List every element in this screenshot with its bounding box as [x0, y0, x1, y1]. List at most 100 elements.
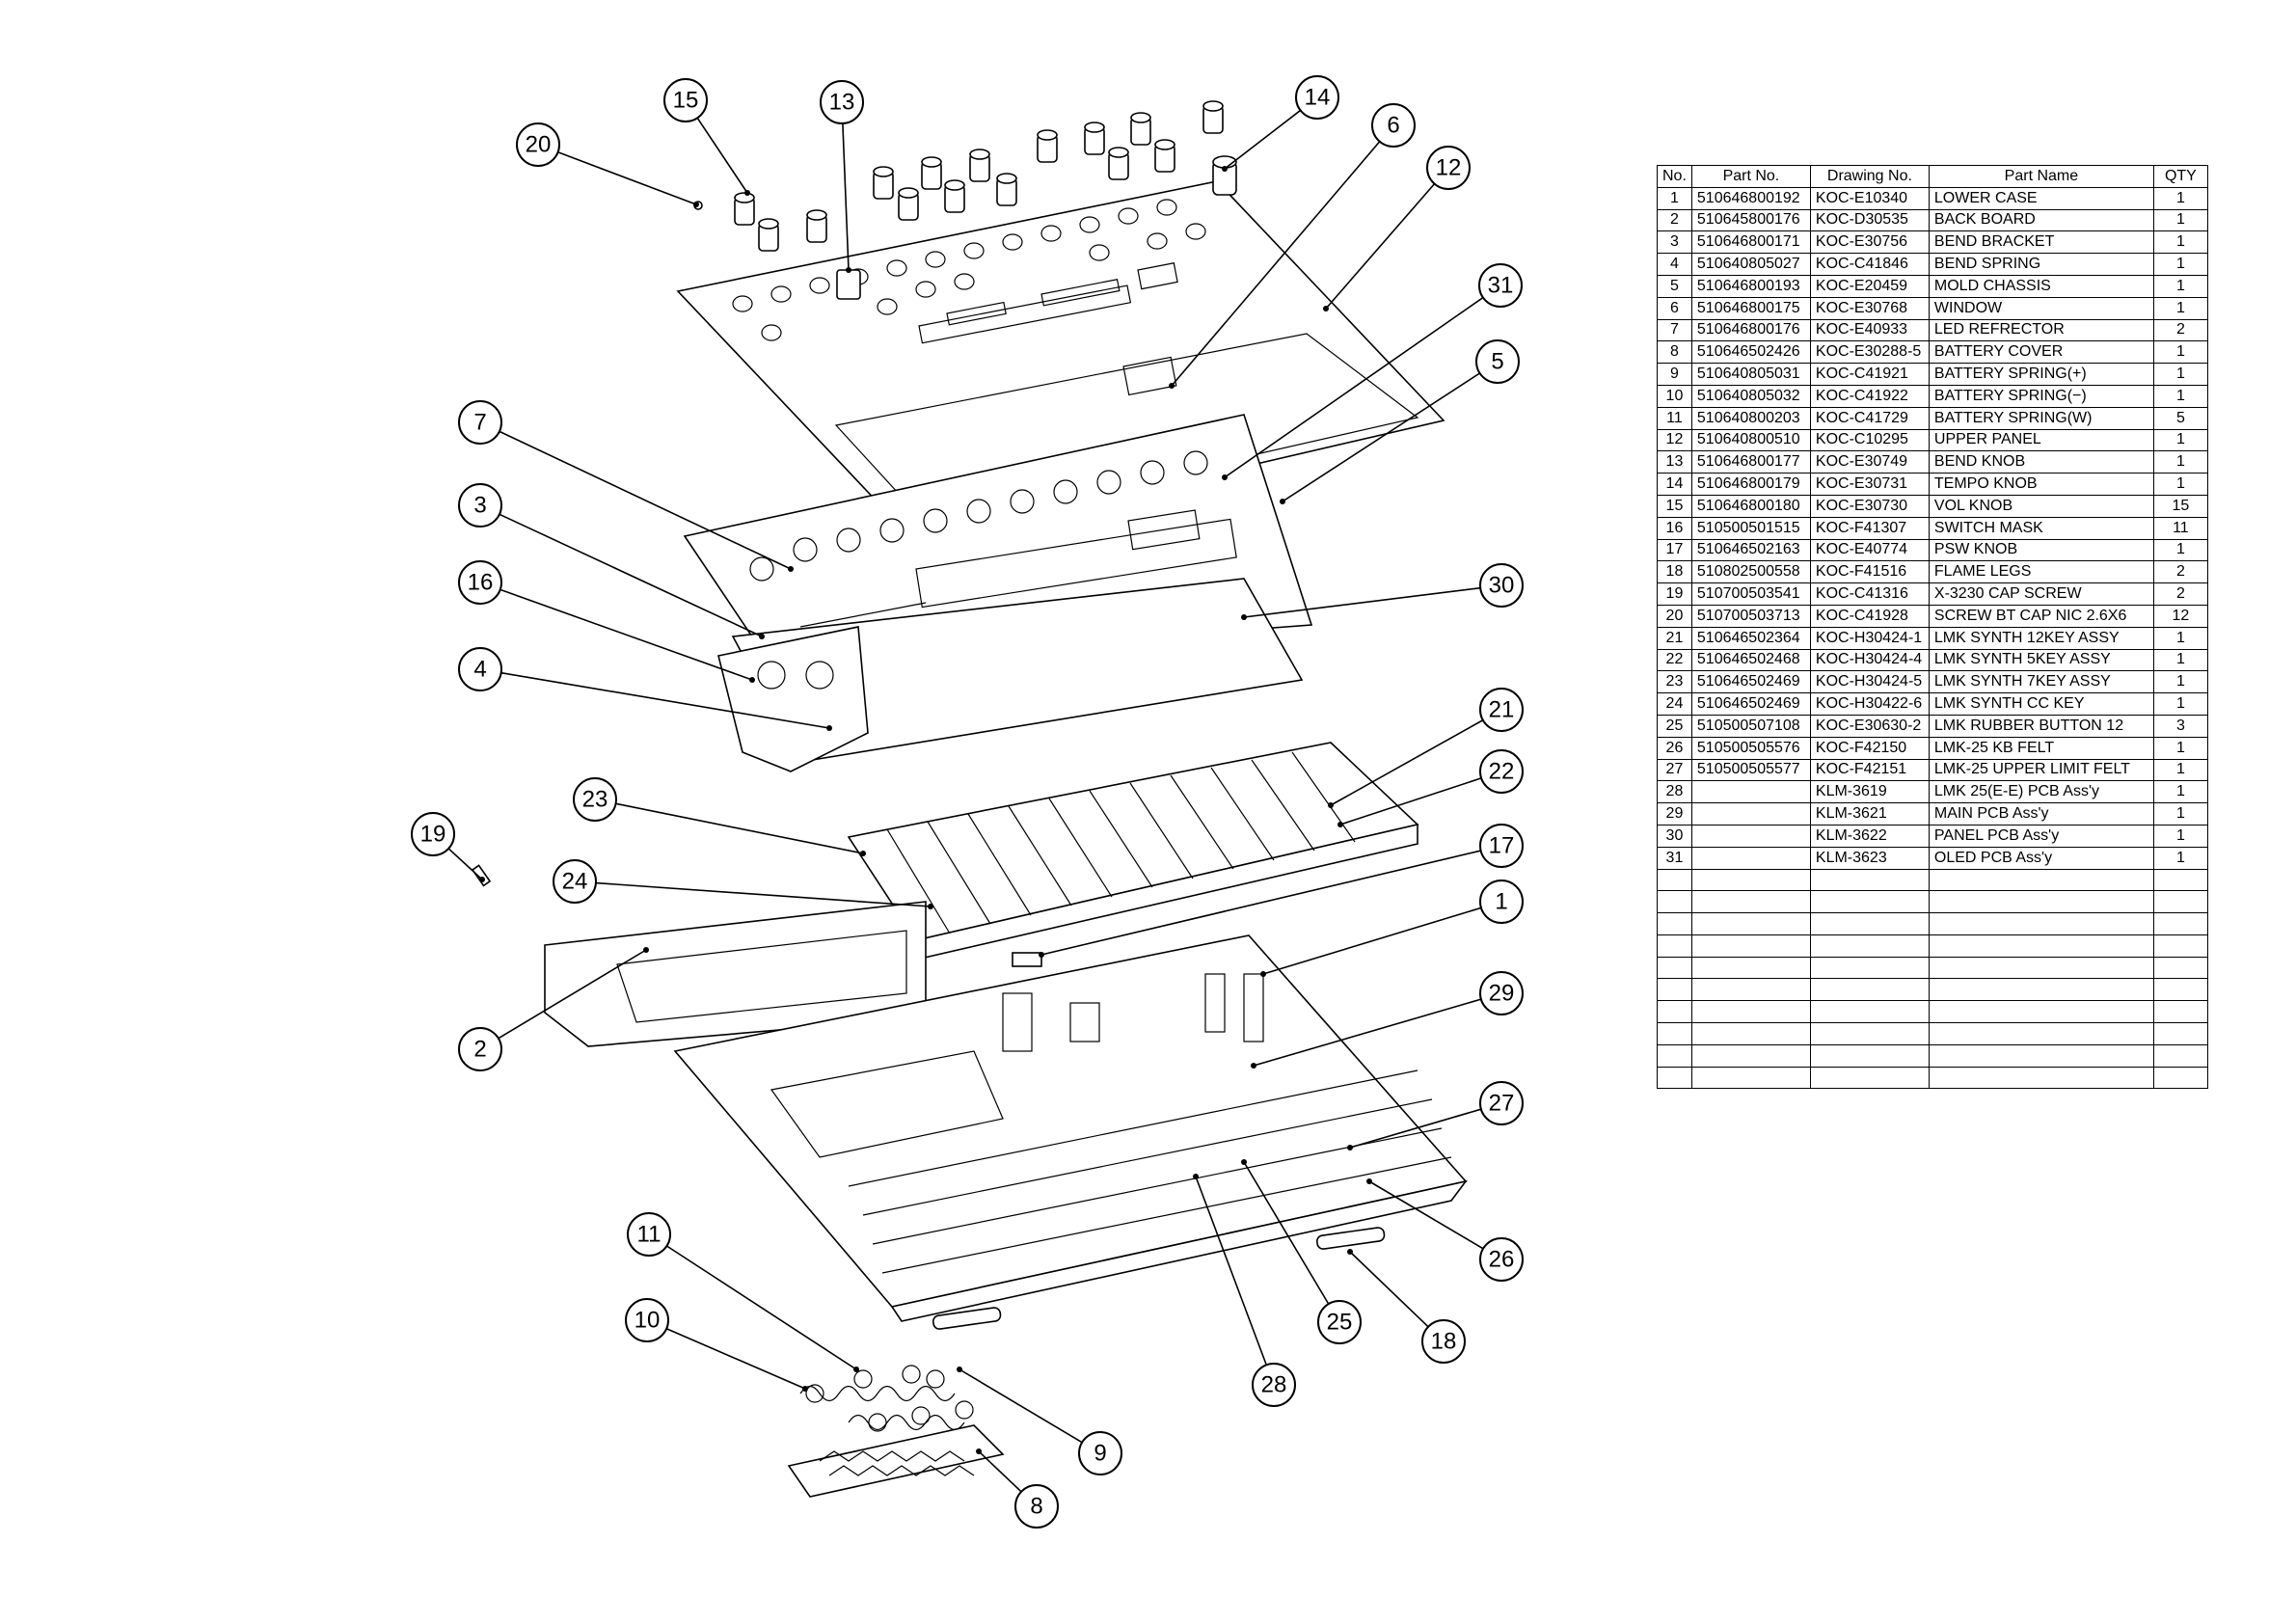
cell-part-name: LMK SYNTH CC KEY — [1928, 692, 2154, 716]
table-row — [1657, 912, 2208, 935]
callout-3: 3 — [458, 483, 502, 528]
leader-line-1 — [1262, 907, 1482, 975]
callout-label: 14 — [1305, 85, 1331, 111]
callout-circle — [573, 777, 617, 822]
cell-part-no: 510500501515 — [1690, 516, 1811, 540]
leader-line-17 — [1040, 850, 1481, 956]
cell-part-name: FLAME LEGS — [1928, 560, 2154, 584]
cell-drawing-no: KOC-C41928 — [1809, 604, 1930, 628]
leader-dot-29 — [1251, 1063, 1256, 1069]
leader-dot-22 — [1337, 822, 1343, 827]
callout-label: 5 — [1491, 349, 1503, 375]
leader-line-7 — [499, 430, 792, 570]
leader-dot-5 — [1280, 499, 1285, 504]
callout-label: 19 — [420, 822, 446, 848]
cell-part-no: 510646502469 — [1690, 692, 1811, 716]
cell-qty: 1 — [2152, 824, 2208, 848]
column-header-part-name: Part Name — [1928, 165, 2154, 188]
leader-line-2 — [498, 949, 647, 1040]
callout-circle — [1478, 263, 1523, 308]
cell-qty — [2152, 1022, 2208, 1045]
table-row — [1657, 934, 2208, 958]
leader-dot-1 — [1260, 971, 1266, 977]
cell-part-name: WINDOW — [1928, 296, 2154, 320]
cell-qty: 1 — [2152, 340, 2208, 365]
cell-qty — [2152, 956, 2208, 980]
cell-no: 30 — [1657, 824, 1692, 848]
callout-circle — [516, 122, 560, 167]
cell-part-no: 510640805027 — [1690, 253, 1811, 276]
callout-circle — [1475, 339, 1520, 384]
cell-drawing-no: KOC-E30768 — [1809, 296, 1930, 320]
cell-drawing-no: KLM-3623 — [1809, 846, 1930, 870]
callout-label: 2 — [473, 1037, 486, 1063]
cell-no: 19 — [1657, 582, 1692, 606]
cell-part-name — [1928, 1022, 2154, 1045]
cell-no — [1657, 912, 1692, 935]
cell-qty: 1 — [2152, 450, 2208, 474]
cell-part-no — [1690, 1022, 1811, 1045]
cell-part-name: LMK SYNTH 5KEY ASSY — [1928, 648, 2154, 672]
leader-line-19 — [447, 848, 483, 880]
cell-qty: 3 — [2152, 714, 2208, 738]
leader-line-15 — [696, 117, 748, 194]
cell-part-name: BATTERY SPRING(−) — [1928, 384, 2154, 408]
leader-dot-12 — [1323, 306, 1329, 311]
table-row — [1657, 956, 2208, 980]
callout-circle — [1014, 1484, 1059, 1529]
callout-11: 11 — [627, 1212, 671, 1257]
callout-22: 22 — [1479, 749, 1524, 794]
cell-part-no — [1690, 978, 1811, 1002]
cell-part-name: OLED PCB Ass'y — [1928, 846, 2154, 870]
cell-qty: 2 — [2152, 560, 2208, 584]
cell-part-name: BEND SPRING — [1928, 253, 2154, 276]
cell-part-no: 510700503713 — [1690, 604, 1811, 628]
callout-7: 7 — [458, 400, 502, 445]
leader-line-31 — [1224, 296, 1484, 478]
cell-part-name: LMK RUBBER BUTTON 12 — [1928, 714, 2154, 738]
leader-dot-23 — [860, 851, 866, 856]
cell-no: 27 — [1657, 758, 1692, 782]
callout-circle — [1252, 1363, 1296, 1407]
leader-line-22 — [1339, 777, 1482, 826]
callout-label: 16 — [468, 570, 494, 596]
cell-no — [1657, 934, 1692, 958]
cell-part-name: LMK-25 KB FELT — [1928, 736, 2154, 760]
callout-24: 24 — [553, 859, 597, 904]
leader-dot-28 — [1193, 1174, 1199, 1179]
table-row — [1657, 868, 2208, 892]
cell-part-name: UPPER PANEL — [1928, 428, 2154, 452]
cell-drawing-no — [1809, 1000, 1930, 1024]
cell-drawing-no — [1809, 1022, 1930, 1045]
leader-dot-21 — [1328, 802, 1334, 808]
cell-part-no: 510646800177 — [1690, 450, 1811, 474]
cell-drawing-no — [1809, 912, 1930, 935]
callout-28: 28 — [1252, 1363, 1296, 1407]
callout-label: 7 — [473, 410, 486, 436]
cell-part-name: LMK SYNTH 12KEY ASSY — [1928, 626, 2154, 650]
callout-label: 8 — [1030, 1494, 1042, 1520]
cell-drawing-no: KOC-H30424-4 — [1809, 648, 1930, 672]
cell-part-name: PANEL PCB Ass'y — [1928, 824, 2154, 848]
cell-no — [1657, 956, 1692, 980]
cell-drawing-no: KOC-E40774 — [1809, 538, 1930, 562]
callout-6: 6 — [1371, 103, 1416, 148]
leader-dot-10 — [802, 1386, 808, 1392]
callout-circle — [1479, 688, 1524, 732]
cell-drawing-no: KOC-C41729 — [1809, 406, 1930, 430]
cell-qty: 1 — [2152, 253, 2208, 276]
cell-drawing-no: KOC-D30535 — [1809, 208, 1930, 232]
cell-qty: 1 — [2152, 758, 2208, 782]
cell-part-name: PSW KNOB — [1928, 538, 2154, 562]
cell-qty: 1 — [2152, 692, 2208, 716]
cell-qty: 1 — [2152, 736, 2208, 760]
leader-line-5 — [1282, 372, 1480, 502]
cell-part-name — [1928, 1066, 2154, 1090]
